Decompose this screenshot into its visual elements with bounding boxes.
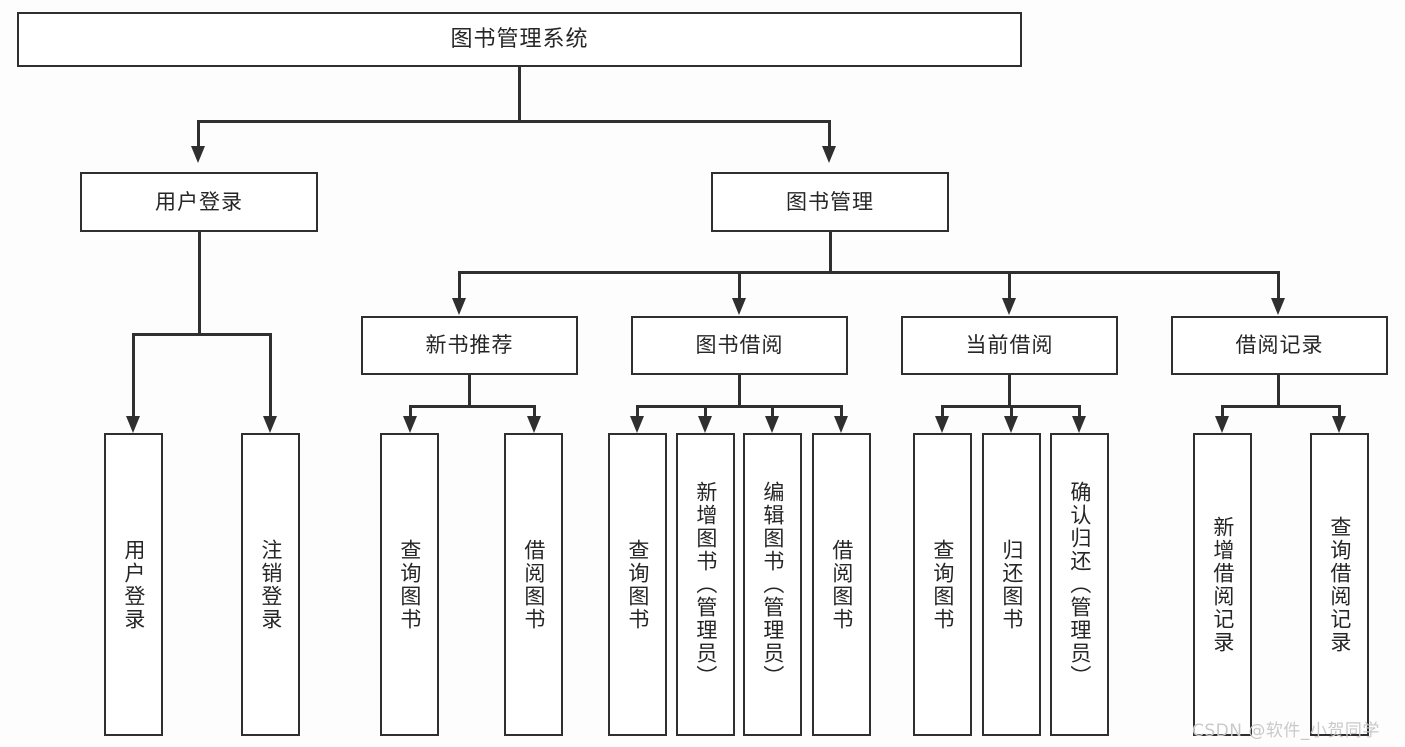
leaf-user-logout[interactable]: 注销登录: [241, 433, 300, 736]
leaf-label: 归还图书: [999, 538, 1024, 631]
connector-new-book-leaf2: [533, 405, 536, 417]
connector-to-new-book-recommend: [458, 271, 461, 299]
connector-book-borrow-leaf3: [771, 405, 774, 417]
connector-new-book-leaf1: [409, 405, 412, 417]
arrow-icon-leaf-user-logout: [263, 416, 277, 433]
connector-book-borrow-leaf1: [636, 405, 639, 417]
node-user-login[interactable]: 用户登录: [80, 172, 318, 232]
connector-root-bus: [197, 120, 831, 123]
connector-book-manage-bus: [458, 271, 1279, 274]
node-new-book-recommend[interactable]: 新书推荐: [361, 316, 578, 375]
leaf-label: 注销登录: [258, 538, 283, 631]
leaf-label: 查询图书: [930, 538, 955, 631]
arrow-icon-leaf-return-book: [1004, 416, 1018, 433]
node-label: 新书推荐: [425, 333, 514, 358]
node-label: 图书借阅: [695, 333, 784, 358]
csdn-watermark: CSDN @软件_小贺同学: [1192, 721, 1380, 741]
leaf-borrow-book-1[interactable]: 借阅图书: [504, 433, 563, 736]
connector-book-borrow-trunk: [738, 375, 741, 407]
connector-current-borrow-leaf3: [1078, 405, 1081, 417]
leaf-query-book-3[interactable]: 查询图书: [913, 433, 972, 736]
leaf-label: 新增图书（管理员）: [693, 481, 718, 688]
connector-to-borrow-record: [1277, 271, 1280, 299]
node-label: 图书管理: [786, 189, 874, 214]
arrow-icon-to-book-manage: [822, 146, 836, 163]
connector-user-login-leaf2: [269, 333, 272, 417]
arrow-icon-to-book-borrow: [732, 298, 746, 315]
node-label: 图书管理系统: [450, 26, 589, 52]
arrow-icon-leaf-add-record: [1215, 416, 1229, 433]
connector-current-borrow-leaf1: [941, 405, 944, 417]
node-book-borrow[interactable]: 图书借阅: [631, 316, 848, 375]
leaf-label: 编辑图书（管理员）: [760, 481, 785, 688]
connector-borrow-record-leaf1: [1221, 405, 1224, 417]
connector-to-current-borrow: [1008, 271, 1011, 299]
arrow-icon-to-current-borrow: [1002, 298, 1016, 315]
leaf-label: 确认归还（管理员）: [1067, 481, 1092, 688]
node-root-book-management-system[interactable]: 图书管理系统: [17, 12, 1022, 67]
leaf-query-book-2[interactable]: 查询图书: [608, 433, 667, 736]
leaf-label: 借阅图书: [829, 538, 854, 631]
leaf-label: 查询图书: [625, 538, 650, 631]
node-book-manage[interactable]: 图书管理: [711, 172, 949, 232]
arrow-icon-to-new-book-recommend: [452, 298, 466, 315]
connector-user-login-bus: [132, 333, 271, 336]
connector-new-book-trunk: [468, 375, 471, 407]
connector-book-borrow-leaf2: [704, 405, 707, 417]
connector-root-trunk: [518, 67, 521, 121]
arrow-icon-leaf-borrow-book-1: [527, 416, 541, 433]
connector-book-borrow-bus: [636, 405, 842, 408]
arrow-icon-leaf-user-login: [126, 416, 140, 433]
connector-current-borrow-leaf2: [1010, 405, 1013, 417]
arrow-icon-leaf-add-book: [698, 416, 712, 433]
connector-user-login-leaf1: [132, 333, 135, 417]
connector-borrow-record-trunk: [1277, 375, 1280, 407]
arrow-icon-leaf-borrow-book-2: [834, 416, 848, 433]
connector-book-borrow-leaf4: [840, 405, 843, 417]
leaf-confirm-return[interactable]: 确认归还（管理员）: [1050, 433, 1109, 736]
connector-book-manage-trunk: [829, 232, 832, 274]
leaf-add-book[interactable]: 新增图书（管理员）: [676, 433, 735, 736]
leaf-label: 借阅图书: [521, 538, 546, 631]
connector-root-to-book-manage: [828, 120, 831, 147]
connector-user-login-trunk: [198, 232, 201, 335]
node-label: 用户登录: [155, 189, 243, 214]
leaf-label: 新增借阅记录: [1210, 515, 1235, 654]
leaf-query-book-1[interactable]: 查询图书: [380, 433, 439, 736]
connector-to-book-borrow: [738, 271, 741, 299]
arrow-icon-leaf-edit-book: [765, 416, 779, 433]
leaf-borrow-book-2[interactable]: 借阅图书: [812, 433, 871, 736]
connector-borrow-record-bus: [1221, 405, 1340, 408]
connector-new-book-bus: [409, 405, 536, 408]
leaf-add-record[interactable]: 新增借阅记录: [1193, 433, 1252, 736]
leaf-label: 用户登录: [121, 538, 146, 631]
connector-borrow-record-leaf2: [1338, 405, 1341, 417]
node-current-borrow[interactable]: 当前借阅: [901, 316, 1118, 375]
node-label: 当前借阅: [965, 333, 1054, 358]
connector-root-to-user-login: [197, 120, 200, 147]
arrow-icon-leaf-query-book-3: [935, 416, 949, 433]
leaf-edit-book[interactable]: 编辑图书（管理员）: [743, 433, 802, 736]
leaf-query-record[interactable]: 查询借阅记录: [1310, 433, 1369, 736]
leaf-label: 查询借阅记录: [1327, 515, 1352, 654]
arrow-icon-to-borrow-record: [1271, 298, 1285, 315]
arrow-icon-leaf-confirm-return: [1072, 416, 1086, 433]
arrow-icon-leaf-query-record: [1332, 416, 1346, 433]
arrow-icon-leaf-query-book-1: [403, 416, 417, 433]
connector-current-borrow-trunk: [1008, 375, 1011, 407]
leaf-user-login[interactable]: 用户登录: [104, 433, 163, 736]
node-borrow-record[interactable]: 借阅记录: [1171, 316, 1388, 375]
leaf-return-book[interactable]: 归还图书: [982, 433, 1041, 736]
node-label: 借阅记录: [1235, 333, 1324, 358]
arrow-icon-to-user-login: [191, 146, 205, 163]
arrow-icon-leaf-query-book-2: [630, 416, 644, 433]
leaf-label: 查询图书: [397, 538, 422, 631]
